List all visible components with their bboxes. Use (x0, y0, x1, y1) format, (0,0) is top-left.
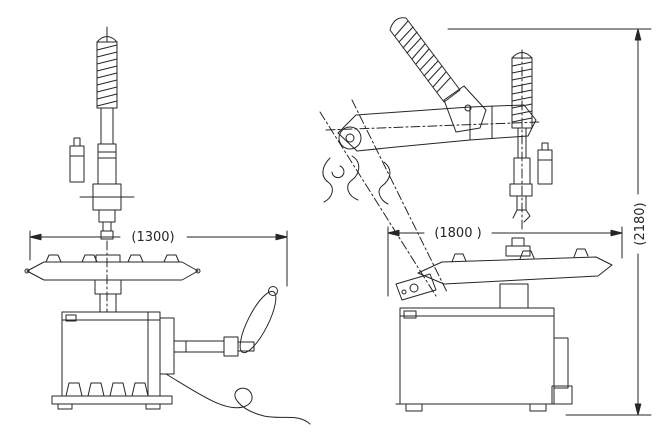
dim-front-width: (1300) (30, 230, 287, 286)
tower-column (101, 108, 113, 144)
lever-handle (234, 287, 283, 357)
dim-arrow-right (276, 234, 287, 240)
tilt-axis-lines (320, 50, 540, 296)
tilted-spring (390, 18, 460, 102)
dim-arrow-top (635, 29, 641, 40)
dim-arrow-bottom (635, 404, 641, 415)
side-attachment (554, 338, 568, 388)
front-view (25, 27, 310, 424)
dim-arrow-left (388, 230, 399, 236)
table-mount (95, 280, 121, 294)
mount-head (80, 184, 134, 239)
dim-overall-height: (2180) (448, 29, 651, 415)
side-control-box (538, 143, 552, 184)
side-step (552, 386, 572, 404)
base-plate (52, 396, 172, 409)
bead-breaker-arm (174, 337, 254, 356)
dim-arrow-right (611, 230, 622, 236)
dim-side-width-label: (1800 ) (434, 226, 481, 241)
side-base (396, 404, 560, 411)
side-hoses (323, 156, 390, 204)
pedals (66, 383, 148, 396)
tower-cylinder (98, 144, 116, 184)
side-view (320, 18, 612, 411)
spring-coils (97, 45, 117, 106)
dim-side-width: (1800 ) (388, 226, 622, 296)
pivot-bracket (396, 274, 436, 300)
side-cabinet (400, 308, 554, 404)
dimension-annotations: (1300) (1800 ) (2180) (30, 29, 651, 415)
tilt-head (444, 86, 486, 132)
dim-arrow-left (30, 234, 41, 240)
vertical-spring (97, 37, 117, 109)
tilted-spring-coils (395, 21, 450, 92)
side-turntable (418, 238, 612, 284)
control-box (70, 138, 84, 182)
side-table-column (500, 284, 528, 308)
air-hose (166, 374, 310, 424)
turntable (25, 255, 200, 280)
side-mount-head (510, 184, 532, 222)
side-unit (160, 318, 174, 374)
table-column (100, 294, 116, 312)
dim-overall-height-label: (2180) (633, 202, 648, 245)
dim-front-width-label: (1300) (131, 230, 174, 245)
